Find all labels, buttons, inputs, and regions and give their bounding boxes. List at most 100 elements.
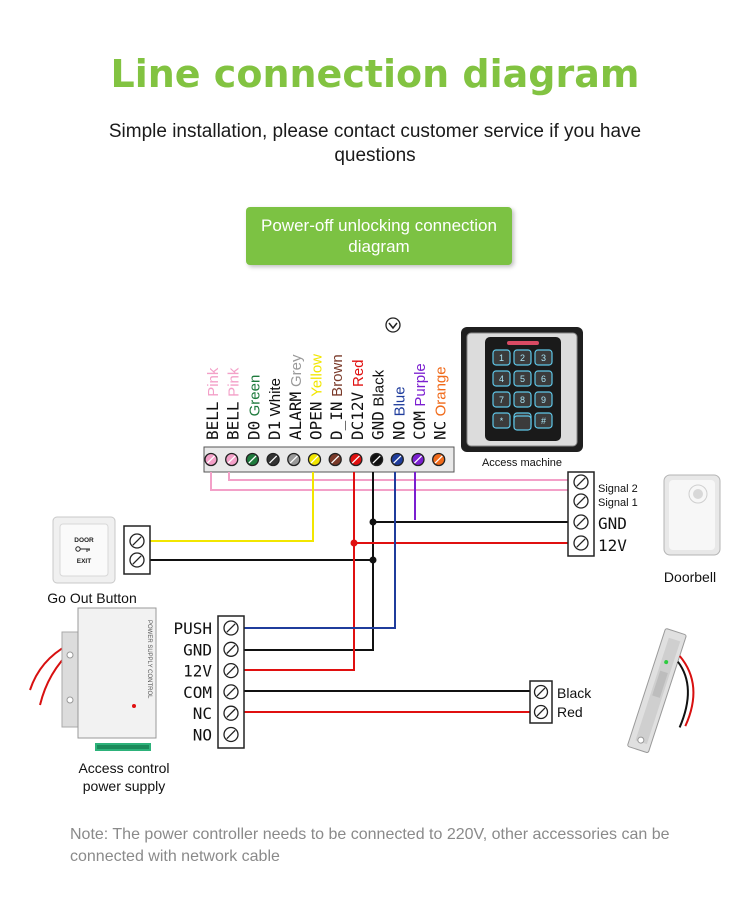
power-supply-device: POWER SUPPLY CONTROL xyxy=(29,607,157,751)
terminal-wire-color: Red xyxy=(350,359,367,387)
access-terminal-screws xyxy=(204,452,446,467)
terminal-screw xyxy=(533,684,549,700)
svg-text:3: 3 xyxy=(541,353,546,363)
terminal-screw xyxy=(223,662,239,679)
wire-gnd-exit xyxy=(150,472,374,561)
svg-text:*: * xyxy=(500,416,504,426)
terminal-label: COM xyxy=(410,411,429,440)
keypad-key: 1 xyxy=(492,349,511,366)
power-supply-label-line1: Access control xyxy=(78,760,169,776)
terminal-wire-color: Pink xyxy=(226,367,243,397)
terminal-screw xyxy=(411,452,425,467)
terminal-wire-color: Green xyxy=(246,375,263,417)
psu-terminal-label: 12V xyxy=(183,662,212,681)
exit-button-top-text: DOOR xyxy=(74,537,94,544)
terminal-label: OPEN xyxy=(307,401,326,440)
psu-terminal-label: NO xyxy=(193,726,212,745)
terminal-label: BELL xyxy=(203,401,222,440)
terminal-screw xyxy=(573,535,589,551)
terminal-screw xyxy=(533,704,549,720)
svg-text:9: 9 xyxy=(541,395,546,405)
orientation-arrow-icon xyxy=(385,317,401,333)
exit-terminal-screws xyxy=(129,533,145,568)
lock-terminal-black: Black xyxy=(557,685,592,701)
terminal-screw xyxy=(223,684,239,700)
wire-junctions xyxy=(350,518,377,564)
terminal-screw xyxy=(287,452,301,467)
doorbell-device xyxy=(663,474,721,556)
keypad-key: 9 xyxy=(534,391,553,408)
diagram-type-badge: Power-off unlocking connection diagram xyxy=(246,207,512,265)
terminal-wire-color: Orange xyxy=(433,366,450,416)
terminal-label: D1 xyxy=(265,421,284,440)
terminal-label: DC12V xyxy=(348,391,367,440)
terminal-screw xyxy=(223,620,239,636)
terminal-label: NO xyxy=(389,421,408,440)
terminal-screw xyxy=(223,705,239,721)
doorbell-terminal-signal2: Signal 2 xyxy=(598,483,638,495)
terminal-label: NC xyxy=(431,421,450,440)
terminal-wire-color: Grey xyxy=(288,354,305,387)
svg-text:7: 7 xyxy=(499,395,504,405)
exit-button-device: DOOR EXIT xyxy=(52,516,116,584)
doorbell-terminal-screws xyxy=(573,474,589,551)
svg-text:POWER SUPPLY CONTROL: POWER SUPPLY CONTROL xyxy=(146,620,152,699)
keypad-key: 2 xyxy=(513,349,532,366)
terminal-wire-color: Purple xyxy=(412,363,429,406)
psu-terminal-label: GND xyxy=(183,640,212,659)
access-machine-label: Access machine xyxy=(482,457,562,469)
electric-lock-device xyxy=(627,628,695,753)
exit-button-bottom-text: EXIT xyxy=(77,558,91,565)
page-title: Line connection diagram xyxy=(110,52,640,96)
terminal-screw xyxy=(432,452,446,467)
lock-terminal-screws xyxy=(533,684,549,720)
doorbell-terminal-12v: 12V xyxy=(598,536,627,555)
terminal-wire-color: Yellow xyxy=(309,354,326,397)
svg-text:2: 2 xyxy=(520,353,525,363)
terminal-label: BELL xyxy=(224,401,243,440)
svg-text:#: # xyxy=(541,416,546,426)
wires xyxy=(150,472,568,713)
psu-terminal-label: PUSH xyxy=(173,619,212,638)
psu-terminal-labels: PUSH GND 12V COM NC NO xyxy=(173,619,212,745)
terminal-screw xyxy=(204,452,218,467)
svg-text:4: 4 xyxy=(499,374,504,384)
keypad-key: 5 xyxy=(513,370,532,387)
terminal-screw xyxy=(225,452,239,467)
terminal-screw xyxy=(266,452,280,467)
terminal-screw xyxy=(223,641,239,657)
terminal-screw xyxy=(328,452,342,467)
psu-terminal-label: NC xyxy=(193,704,212,723)
bell-key xyxy=(513,415,532,431)
keypad-key: 8 xyxy=(513,391,532,408)
lock-terminal-red: Red xyxy=(557,704,583,720)
terminal-label: ALARM xyxy=(286,392,305,440)
installation-note: Note: The power controller needs to be c… xyxy=(70,826,670,865)
keypad-key: # xyxy=(534,412,553,429)
doorbell-terminal-signal1: Signal 1 xyxy=(598,497,638,509)
terminal-wire-color: White xyxy=(267,378,284,416)
keypad-key: 6 xyxy=(534,370,553,387)
svg-text:5: 5 xyxy=(520,374,525,384)
wire-no-push xyxy=(240,472,396,629)
terminal-wire-color: Brown xyxy=(329,354,346,397)
terminal-screw xyxy=(390,452,404,467)
terminal-label: D_IN xyxy=(327,401,346,440)
doorbell-terminal-gnd: GND xyxy=(598,514,627,533)
psu-terminal-label: COM xyxy=(183,683,212,702)
keypad-key: * xyxy=(492,412,511,429)
psu-terminal-screws xyxy=(223,620,239,743)
wire-gnd-psu xyxy=(240,560,374,651)
terminal-screw xyxy=(129,552,145,568)
page-subtitle: Simple installation, please contact cust… xyxy=(108,121,642,166)
terminal-screw xyxy=(573,493,589,509)
terminal-screw xyxy=(369,452,384,467)
wire-bell-signal1 xyxy=(228,472,568,481)
svg-text:1: 1 xyxy=(499,353,504,363)
terminal-wire-color: Black xyxy=(371,369,388,406)
keypad-key: 4 xyxy=(492,370,511,387)
terminal-screw xyxy=(307,452,322,467)
